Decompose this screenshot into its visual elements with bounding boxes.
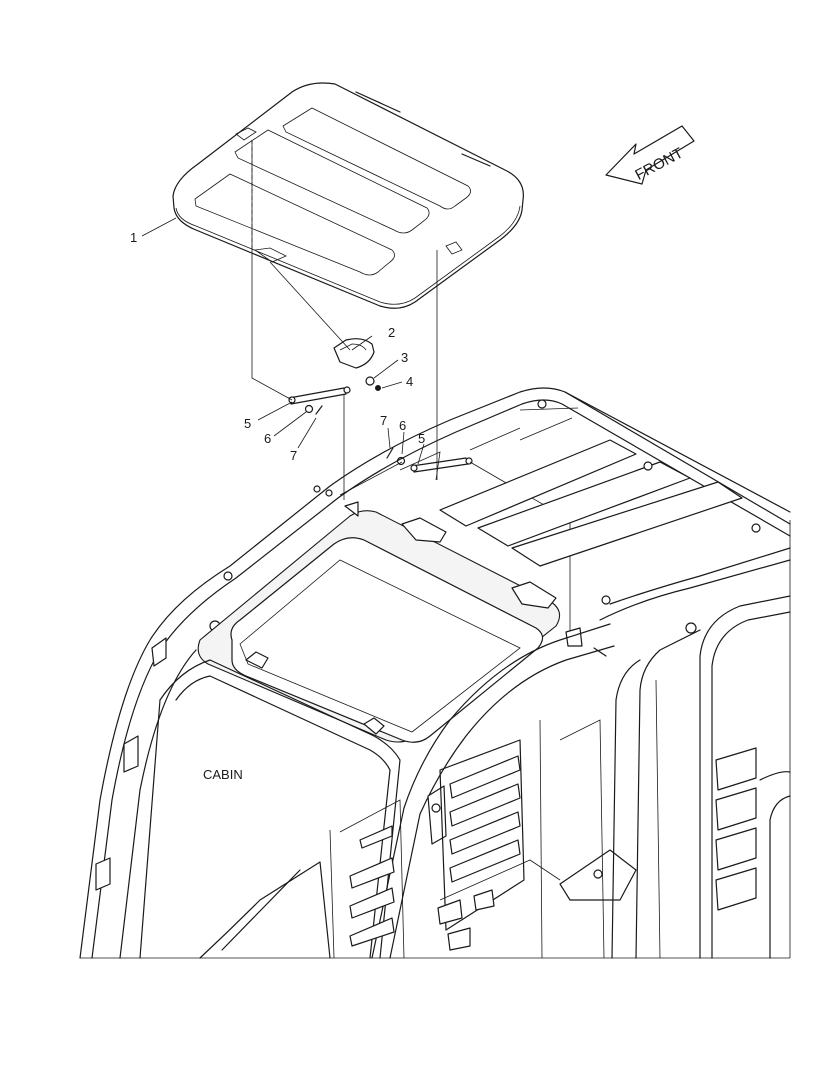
callout-6-left: 6 [264, 431, 271, 446]
callout-3: 3 [401, 350, 408, 365]
front-direction-arrow: FRONT [605, 125, 695, 185]
callout-7-left: 7 [290, 448, 297, 463]
callout-6-right: 6 [399, 418, 406, 433]
gas-strut-left [288, 386, 351, 415]
callout-5-right: 5 [418, 431, 425, 446]
callout-4: 4 [406, 374, 413, 389]
callout-7-right: 7 [380, 413, 387, 428]
callout-2: 2 [388, 325, 395, 340]
gas-strut-right [386, 447, 473, 473]
cabin-body [79, 387, 791, 959]
cabin-label: CABIN [203, 767, 243, 782]
callout-5-left: 5 [244, 416, 251, 431]
latch-assembly [333, 338, 381, 391]
callout-leaders [141, 217, 425, 465]
callout-labels: 1 2 3 4 5 6 7 7 6 5 [130, 230, 425, 463]
callout-1: 1 [130, 230, 137, 245]
roof-hatch-panel [172, 82, 524, 309]
